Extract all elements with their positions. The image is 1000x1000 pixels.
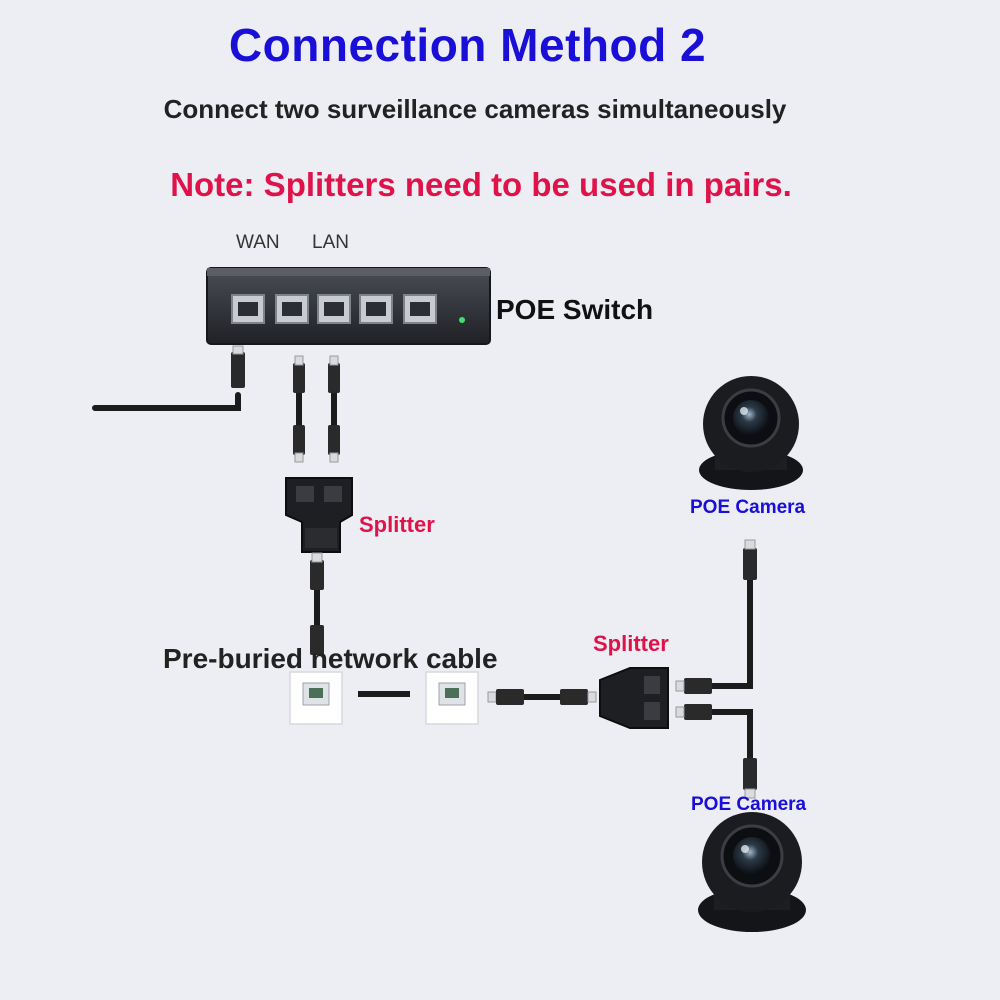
splitter-label-right: Splitter bbox=[593, 631, 669, 656]
wall-socket-icon bbox=[289, 671, 343, 725]
wall-socket-icon bbox=[425, 671, 479, 725]
page-subtitle: Connect two surveillance cameras simulta… bbox=[163, 94, 787, 124]
page-title: Connection Method 2 bbox=[228, 19, 707, 71]
poe-switch-icon bbox=[206, 267, 491, 345]
socket-to-splitter-cable bbox=[487, 689, 597, 705]
buried-cable-label: Pre-buried network cable bbox=[163, 643, 498, 674]
splitter-icon bbox=[599, 667, 669, 729]
splitter-label-top: Splitter bbox=[359, 512, 435, 537]
camera-label-top: POE Camera bbox=[690, 497, 806, 518]
rj45-plug-icon bbox=[231, 345, 245, 388]
camera-cables bbox=[709, 577, 753, 763]
security-camera-icon bbox=[698, 812, 806, 932]
splitter-down-cable bbox=[310, 552, 324, 655]
camera-cable-plugs bbox=[675, 539, 757, 799]
poe-switch-label: POE Switch bbox=[496, 294, 654, 325]
pairs-note: Note: Splitters need to be used in pairs… bbox=[170, 166, 792, 203]
camera-label-bottom: POE Camera bbox=[691, 794, 807, 815]
wan-cable bbox=[92, 392, 241, 411]
security-camera-icon bbox=[699, 376, 803, 490]
lan-cables bbox=[293, 355, 340, 463]
lan-port-label: LAN bbox=[312, 232, 349, 253]
wan-port-label: WAN bbox=[236, 232, 280, 253]
splitter-icon bbox=[285, 477, 353, 553]
